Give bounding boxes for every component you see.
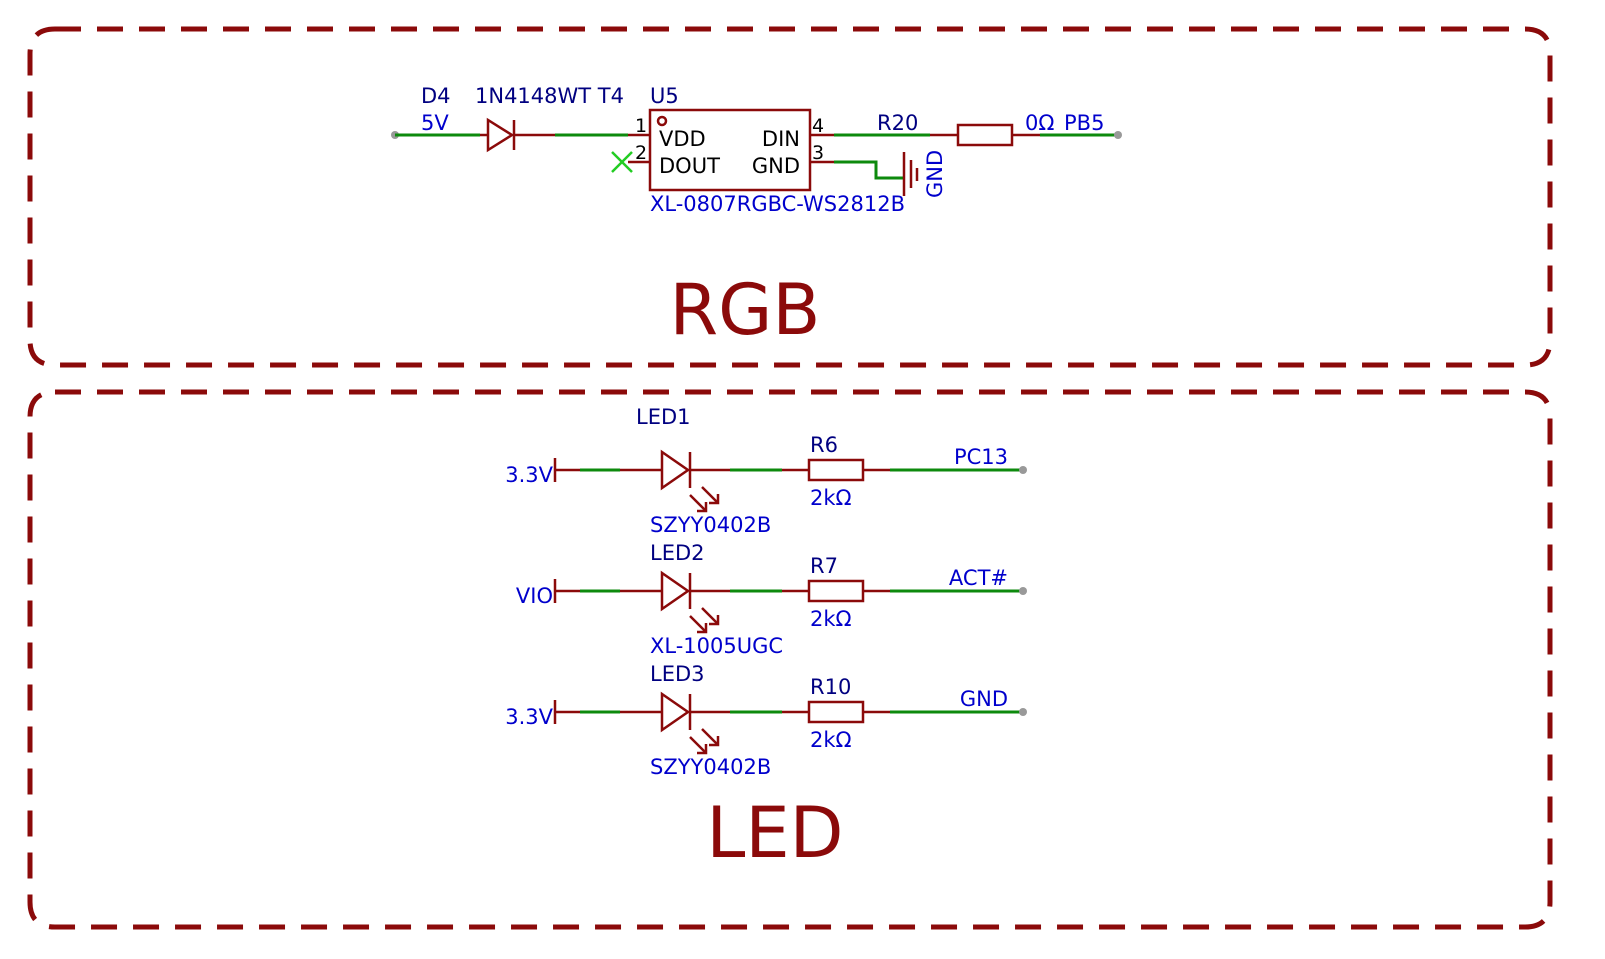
resistor-value: 0Ω (1025, 111, 1054, 135)
net-junction-dot (1019, 587, 1027, 595)
wire (834, 160, 904, 180)
diode-part-number: 1N4148WT T4 (475, 84, 624, 108)
led-designator: LED2 (650, 541, 705, 565)
pin-name-dout: DOUT (659, 154, 720, 178)
led-section-title: LED (706, 792, 843, 874)
diode-designator: D4 (421, 84, 451, 108)
led-row (553, 449, 1027, 513)
light-emission-arrows (689, 607, 720, 634)
pin-name-vdd: VDD (659, 127, 706, 151)
net-label: ACT# (949, 566, 1008, 590)
light-emission-arrows (689, 728, 720, 755)
net-label: GND (960, 687, 1008, 711)
pin-name-gnd: GND (752, 154, 800, 178)
led-designator: LED1 (636, 405, 691, 429)
led-part-number: SZYY0402B (650, 755, 771, 779)
power-net-label: 3.3V (505, 463, 553, 487)
resistor-designator: R20 (877, 111, 918, 135)
diode-d4 (480, 117, 555, 153)
ic-part-number: XL-0807RGBC-WS2812B (650, 192, 905, 216)
led-part-number: XL-1005UGC (650, 634, 783, 658)
led-diode-symbol (620, 570, 730, 612)
resistor-value: 2kΩ (810, 486, 852, 510)
net-label: PC13 (954, 445, 1008, 469)
led-row (553, 691, 1027, 755)
ic-u5 (628, 108, 834, 192)
resistor-symbol (782, 700, 890, 724)
resistor-value: 2kΩ (810, 607, 852, 631)
net-junction-dot (1019, 708, 1027, 716)
ground-symbol (902, 152, 919, 196)
led-designator: LED3 (650, 662, 705, 686)
net-junction-dot (1019, 466, 1027, 474)
light-emission-arrows (689, 486, 720, 513)
led-row (553, 570, 1027, 634)
resistor-symbol (782, 458, 890, 482)
pin-number-vdd: 1 (635, 115, 647, 137)
resistor-value: 2kΩ (810, 728, 852, 752)
led-diode-symbol (620, 449, 730, 491)
net-junction-dot (1114, 131, 1122, 139)
net-label-pb5: PB5 (1064, 111, 1104, 135)
led-section-frame (27, 389, 1553, 930)
resistor-designator: R10 (810, 675, 851, 699)
resistor-r20 (930, 123, 1040, 147)
pin-number-dout: 2 (635, 142, 647, 164)
led-diode-symbol (620, 691, 730, 733)
power-net-label-5v: 5V (421, 111, 449, 135)
power-net-label: 3.3V (505, 705, 553, 729)
no-connect-marker (611, 151, 633, 173)
pin-number-gnd: 3 (812, 142, 824, 164)
resistor-symbol (782, 579, 890, 603)
resistor-designator: R6 (810, 433, 838, 457)
pin-number-din: 4 (812, 115, 824, 137)
ic-designator: U5 (650, 84, 679, 108)
power-net-label: VIO (516, 584, 553, 608)
led-part-number: SZYY0402B (650, 513, 771, 537)
pin-name-din: DIN (762, 127, 800, 151)
resistor-designator: R7 (810, 554, 838, 578)
rgb-section-title: RGB (670, 269, 821, 351)
ground-net-label: GND (923, 150, 947, 198)
